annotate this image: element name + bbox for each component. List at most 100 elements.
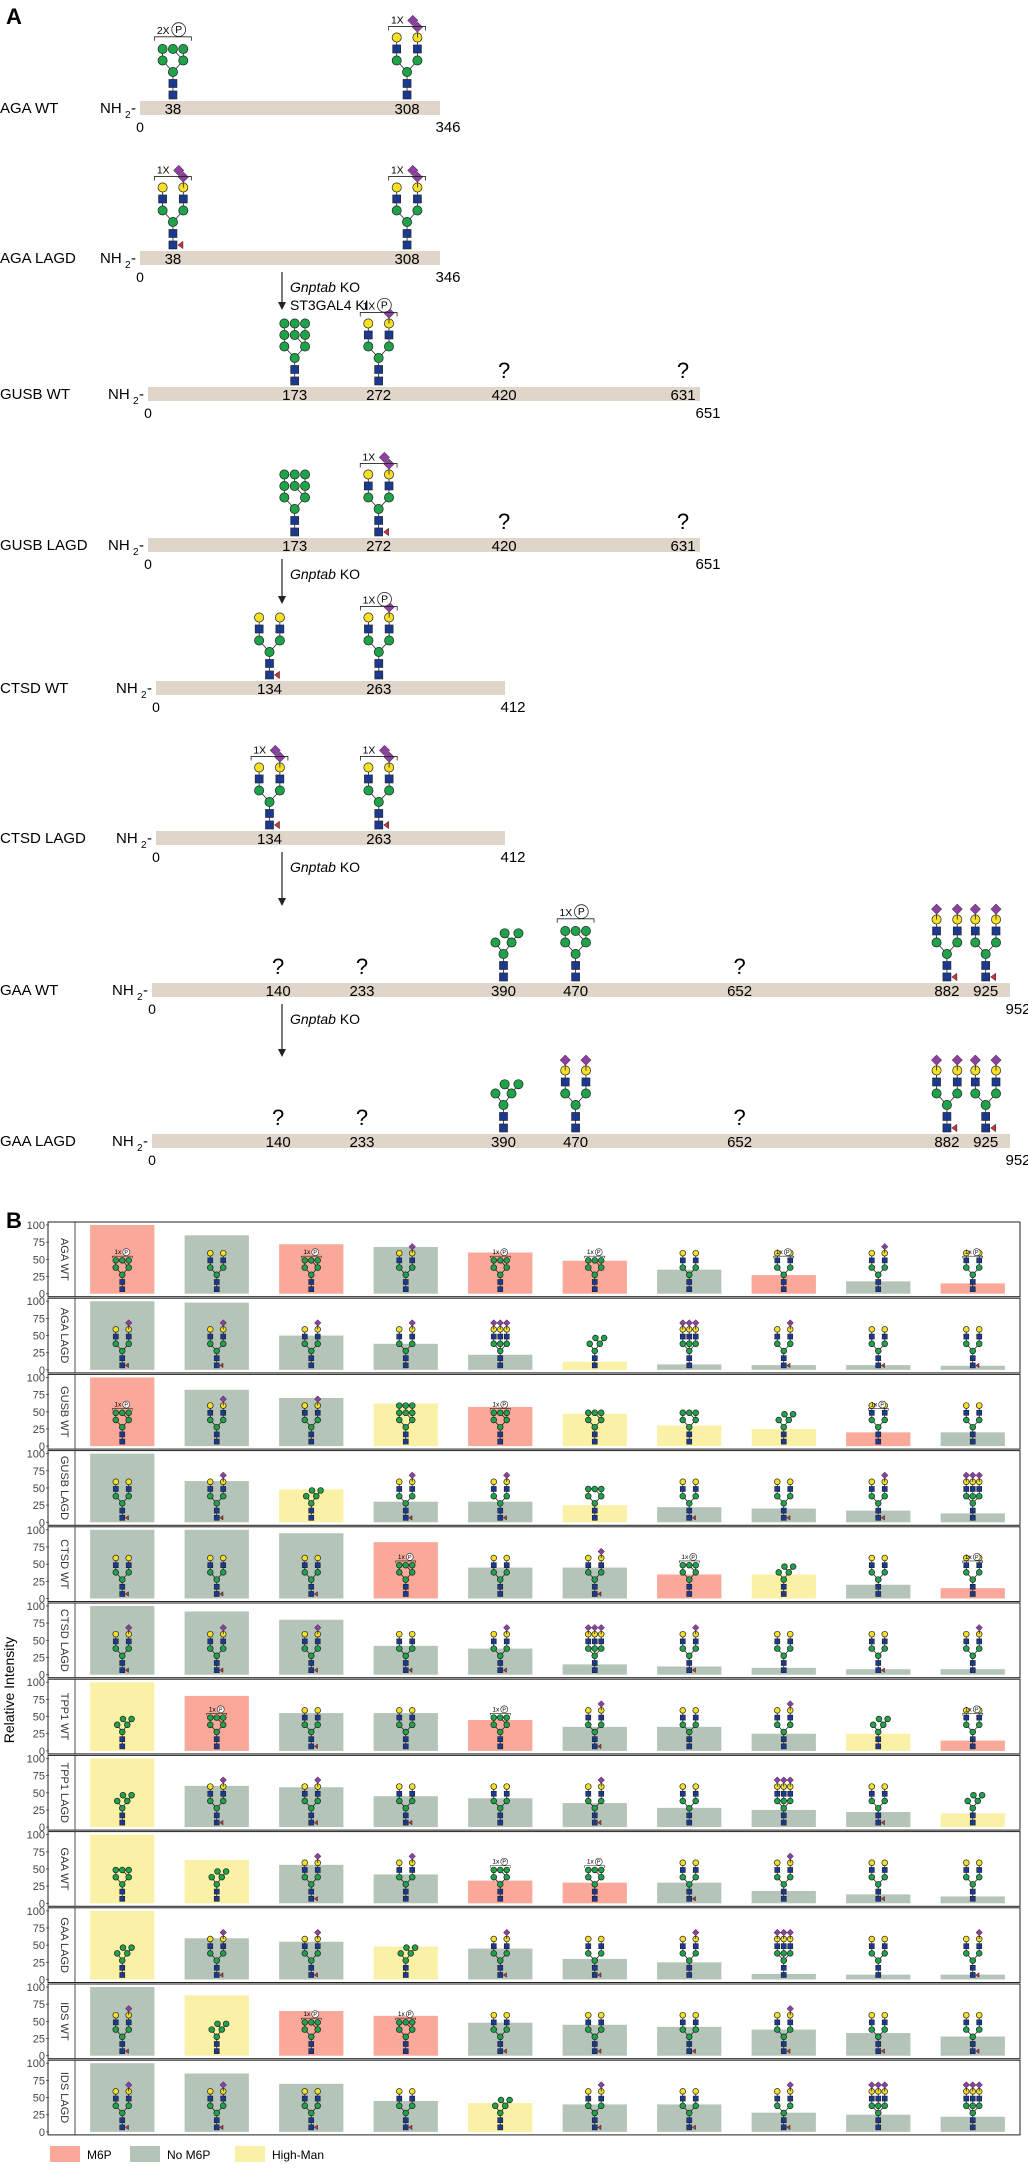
glycan-structure (396, 2019, 416, 2054)
monosaccharide-circle (975, 1264, 983, 1271)
monosaccharide-circle (119, 2109, 126, 2117)
monosaccharide-circle (402, 1409, 409, 1417)
monosaccharide-circle (963, 1721, 970, 1729)
sialic-acid-diamond (685, 1319, 693, 1327)
monosaccharide-circle (301, 1859, 308, 1867)
annotation-bracket (489, 1713, 511, 1716)
glcnac-square (213, 1736, 220, 1743)
glcnac-square (314, 1409, 321, 1416)
y-tick-label: 100 (27, 1525, 45, 1537)
monosaccharide-circle (503, 1721, 510, 1729)
glycan-structure (963, 2011, 983, 2054)
monosaccharide-circle (597, 1416, 605, 1424)
monosaccharide-circle (585, 1264, 592, 1271)
sialic-acid-diamond (969, 1054, 981, 1066)
phosphate-icon (405, 2010, 414, 2018)
arrow-label: Gnptab KO (290, 1011, 360, 1027)
monosaccharide-circle (409, 1416, 416, 1424)
glcnac-square (290, 527, 300, 537)
sample-label: AGA LAGD (58, 1308, 70, 1364)
glcnac-square (679, 1486, 686, 1492)
glcnac-square (969, 2124, 976, 2131)
monosaccharide-circle (597, 2011, 605, 2019)
glcnac-square (497, 1591, 504, 1597)
glcnac-square (692, 1943, 699, 1950)
y-tick-label: 100 (27, 1449, 45, 1461)
glcnac-square (308, 1667, 315, 1674)
fucose-triangle (219, 1362, 224, 1369)
glycosylation-site-position: 38 (165, 101, 182, 118)
monosaccharide-circle (402, 67, 413, 77)
fucose-triangle (313, 1591, 318, 1597)
monosaccharide-circle (679, 1873, 687, 1881)
sialic-acid-diamond (125, 1319, 133, 1327)
monosaccharide-circle (679, 1707, 687, 1714)
glcnac-square (220, 1257, 227, 1264)
glcnac-square (875, 1660, 882, 1666)
y-tick-label: 75 (33, 1542, 45, 1554)
monosaccharide-circle (875, 1347, 882, 1355)
glcnac-square (969, 2041, 976, 2047)
monosaccharide-circle (279, 341, 290, 352)
y-tick-label: 75 (33, 1999, 45, 2011)
glycan-structure (963, 1859, 983, 1902)
monosaccharide-circle (396, 1630, 403, 1638)
glcnac-square (119, 1812, 126, 1819)
monosaccharide-circle (396, 1645, 403, 1652)
monosaccharide-circle (881, 1873, 888, 1881)
monosaccharide-circle (112, 1873, 119, 1881)
phosphate-icon (216, 1705, 225, 1714)
glcnac-square (969, 2048, 976, 2054)
annotation-bracket (359, 312, 398, 317)
monosaccharide-circle (409, 1783, 416, 1790)
glycan-structure (396, 1402, 416, 1445)
monosaccharide-circle (119, 1500, 126, 1507)
glycan-structure (112, 2005, 133, 2054)
fucose-triangle (597, 1743, 602, 1750)
monosaccharide-circle (207, 1645, 214, 1652)
monosaccharide-circle (591, 1728, 598, 1736)
glcnac-square (868, 1638, 875, 1645)
monosaccharide-circle (875, 1715, 883, 1723)
glcnac-square (787, 1714, 794, 1721)
glcnac-square (976, 1486, 983, 1492)
monosaccharide-circle (213, 1957, 220, 1964)
glcnac-square (363, 481, 373, 491)
sialic-acid-diamond (219, 2081, 227, 2089)
fucose-triangle (383, 820, 390, 830)
monosaccharide-circle (497, 1881, 504, 1888)
glcnac-square (119, 1819, 126, 1826)
monosaccharide-circle (363, 785, 374, 796)
monosaccharide-circle (868, 1950, 876, 1957)
monosaccharide-circle (301, 1797, 308, 1805)
phosphate-label: P (691, 1555, 695, 1561)
monosaccharide-circle (963, 1859, 970, 1867)
glycosylation-site-position: 925 (973, 1134, 998, 1151)
glycan-structure (679, 1249, 699, 1293)
protein-name: AGA WT (0, 100, 58, 117)
glycan-structure (396, 1561, 416, 1597)
n-terminus-dash: - (147, 830, 152, 847)
glcnac-square (969, 1486, 976, 1492)
monosaccharide-circle (963, 1630, 970, 1638)
glycan-structure (207, 1714, 227, 1750)
glcnac-square (119, 1286, 126, 1293)
glcnac-square (787, 1486, 794, 1492)
monosaccharide-circle (219, 1950, 227, 1957)
monosaccharide-circle (679, 1561, 687, 1569)
glycan-structure (490, 1319, 511, 1369)
glycan-structure (490, 2011, 510, 2054)
fucose-triangle (951, 972, 958, 982)
monosaccharide-circle (980, 1100, 991, 1110)
unknown-glycan-mark: ? (498, 509, 510, 534)
glycan-structure (585, 1257, 605, 1293)
monosaccharide-circle (308, 2109, 315, 2117)
monosaccharide-circle (780, 2109, 787, 2117)
phosphate-label: P (219, 1707, 223, 1713)
monosaccharide-circle (880, 1721, 887, 1729)
phosphate-icon (122, 1400, 131, 1409)
glycosylation-site-position: 38 (165, 251, 182, 268)
glcnac-square (881, 1943, 888, 1950)
